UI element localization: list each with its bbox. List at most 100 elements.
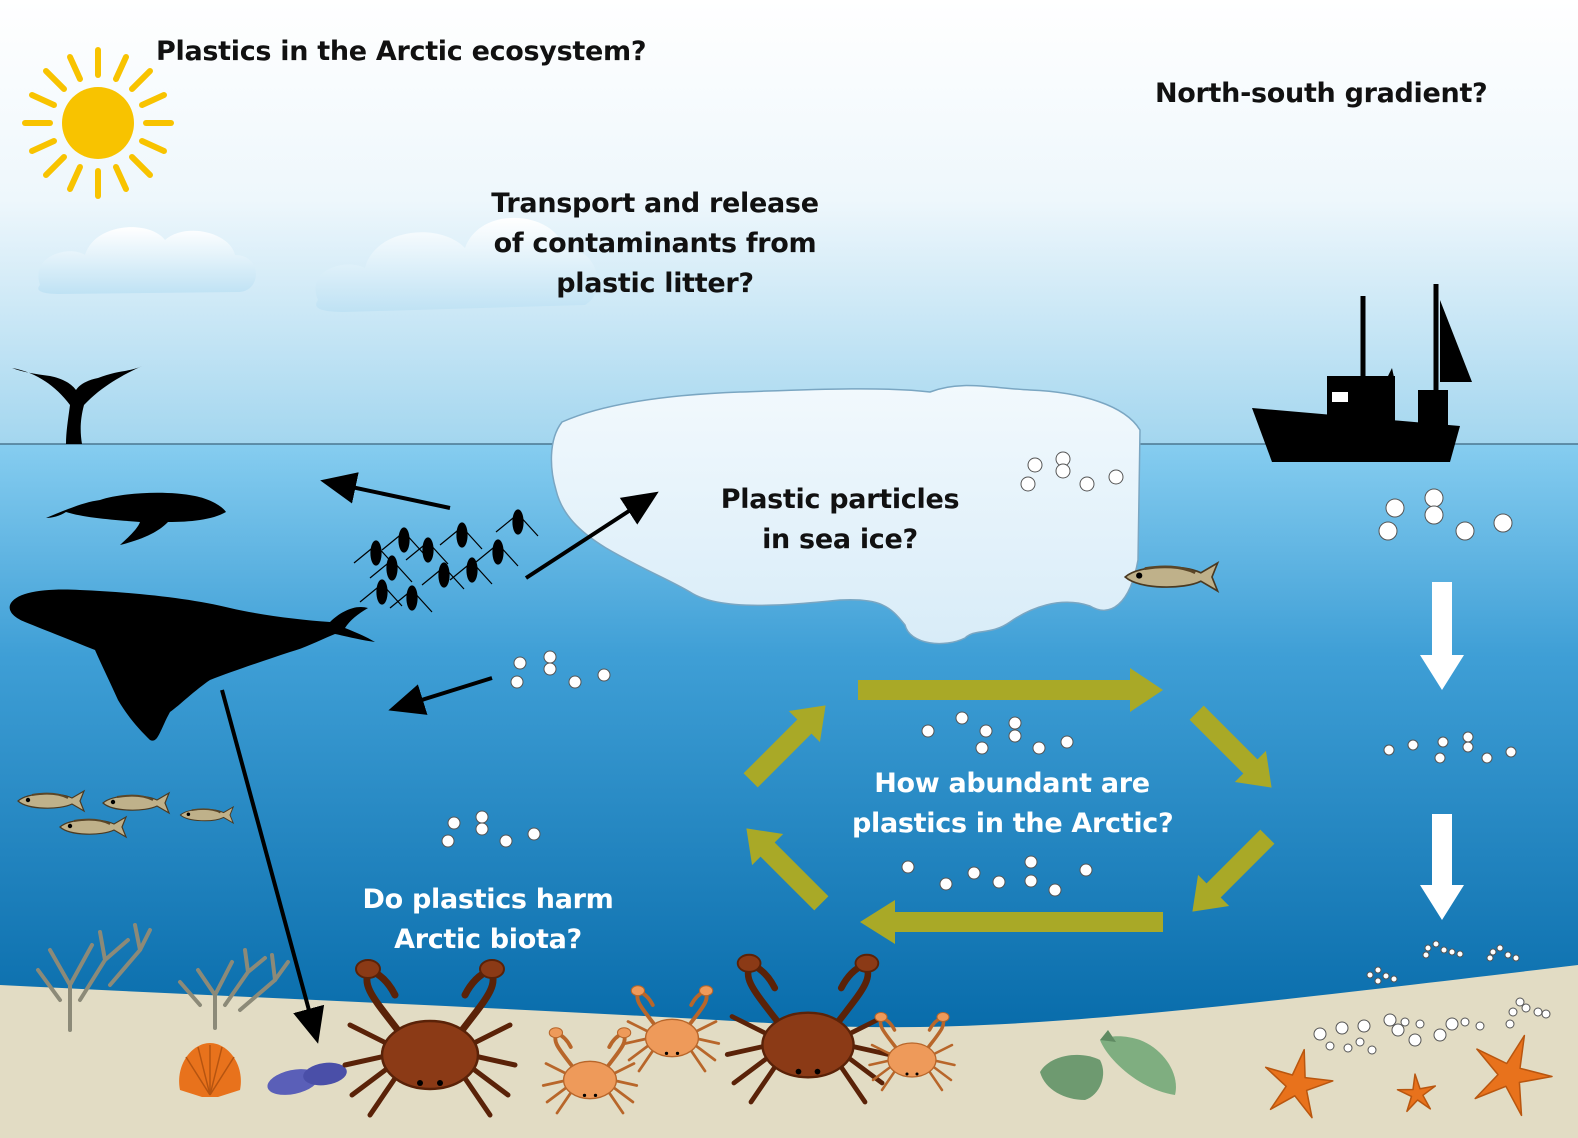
plastic-particle [1313,1027,1327,1041]
plastic-particle [1424,944,1432,952]
plastic-particle [1521,1003,1531,1013]
plastic-particle [1357,1019,1371,1033]
plastic-particle [543,662,557,676]
plastic-particle [1383,1013,1397,1027]
plastic-particle [901,860,915,874]
plastic-particle [1060,735,1074,749]
plastic-particle [1432,940,1440,948]
sea-ice [550,384,1141,645]
plastic-particle [475,822,489,836]
plastic-particle [1422,951,1430,959]
plastic-particle [1355,1037,1365,1047]
plastic-particle [1434,752,1446,764]
plastic-particles [441,451,1551,1055]
plastic-particle [1462,731,1474,743]
cod-fish-icon [59,815,128,839]
plastic-particle [1486,954,1494,962]
plastic-particle [1445,1017,1459,1031]
crab-icon [623,985,721,1073]
cod-fish-icon [102,791,171,815]
plastic-particle [1408,1033,1422,1047]
plastic-particle [921,724,935,738]
zooplankton-icon [353,509,539,613]
title-ecosystem: Plastics in the Arctic ecosystem? [156,36,647,67]
plastic-particle [1378,521,1398,541]
plastic-particle [1407,739,1419,751]
plastic-particle [1385,498,1405,518]
plastic-particle [1032,741,1046,755]
cod-fish-icon [17,789,86,813]
plastic-particle [1079,476,1095,492]
plastic-particle [1504,951,1512,959]
plastic-particle [1367,1045,1377,1055]
plastic-particle [1415,1019,1425,1029]
sinking-arrows [1420,582,1464,920]
question-sea-ice-line: Plastic particles [720,484,960,515]
plastic-particle [1455,521,1475,541]
plastic-particle [1440,946,1448,954]
question-harm-line: Do plastics harm [362,884,614,915]
plastic-particle [1374,966,1382,974]
plastic-particle [1390,975,1398,983]
starfish-group [1264,1034,1553,1119]
plastic-particle [441,834,455,848]
plastic-particle [1024,855,1038,869]
plastic-particle [1008,729,1022,743]
plastic-particle [1020,476,1036,492]
plastic-particle [1382,972,1390,980]
plastic-particle [1493,513,1513,533]
question-transport-line: plastic litter? [556,268,754,299]
crab-icon [868,1012,956,1092]
plastic-particle [975,741,989,755]
plastic-particle [1374,977,1382,985]
plastic-particle [1433,1028,1447,1042]
crab-icon [724,953,892,1105]
plastic-particle [1489,948,1497,956]
plastic-particle [1055,463,1071,479]
plastic-particle [1343,1043,1353,1053]
plastic-particle [1508,1007,1518,1017]
scallop-icon [179,1043,241,1097]
plastic-particle [992,875,1006,889]
plastic-particle [1481,752,1493,764]
plastic-particle [475,810,489,824]
whale-tail-icon [12,366,142,444]
plastic-particle [955,711,969,725]
question-transport: Transport and release of contaminants fr… [490,184,820,304]
title-gradient: North-south gradient? [1155,78,1488,109]
plastic-particle [1335,1021,1349,1035]
mussel-icon [267,1062,347,1095]
fish-school [17,561,1220,839]
plastic-particle [447,816,461,830]
plastic-particle [1496,944,1504,952]
plastic-particle [1475,1021,1485,1031]
plastic-particle [1400,1017,1410,1027]
question-harm-line: Arctic biota? [394,924,582,955]
plastic-particle [967,866,981,880]
plastic-particle [1462,741,1474,753]
cloud-icon [315,217,598,312]
plastic-particle [1325,1041,1335,1051]
plastic-particle [1505,746,1517,758]
food-web-arrows [220,472,659,1044]
question-transport-line: Transport and release [491,188,819,219]
plastic-particle [1391,1023,1405,1037]
minke-whale-icon [46,492,226,545]
plastic-particle [1108,469,1124,485]
plastic-particle [527,827,541,841]
question-abundance-line: plastics in the Arctic? [852,808,1174,839]
plastic-particle [499,834,513,848]
starfish-icon [1264,1048,1334,1119]
question-sea-ice: Plastic particles in sea ice? [710,480,970,560]
question-transport-line: of contaminants from [493,228,817,259]
plastic-particle [568,675,582,689]
plastic-particle [1460,1017,1470,1027]
crab-icon [541,1027,639,1115]
crab-icon [342,959,518,1118]
plastic-particle [1079,863,1093,877]
cloud-icon [38,227,256,294]
plastic-particle [1424,505,1444,525]
plastic-particle [543,650,557,664]
plastic-particle [1437,736,1449,748]
plastic-particle [1541,1009,1551,1019]
